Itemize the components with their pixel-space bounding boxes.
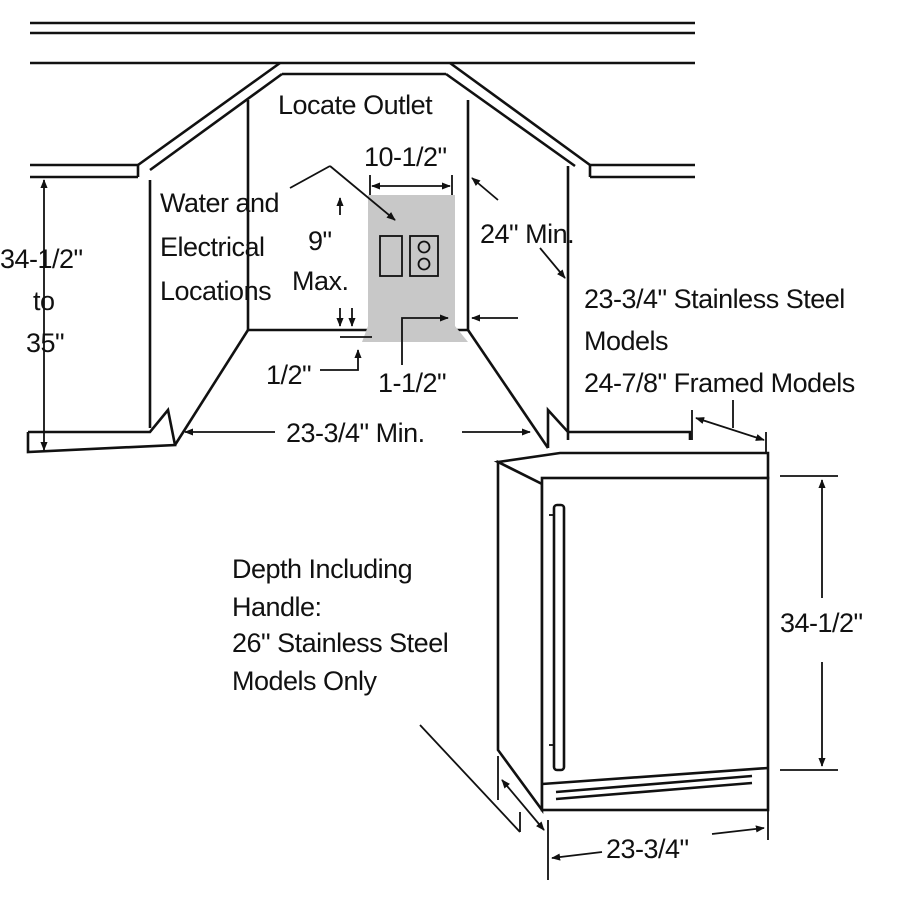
locate-outlet-label: Locate Outlet: [278, 90, 433, 120]
opening-depth-label-1: 23-3/4" Stainless Steel: [584, 284, 845, 314]
opening-depth-label-2: Models: [584, 326, 668, 356]
half-inch-label: 1/2": [266, 360, 311, 390]
counter-height-label-3: 35": [26, 328, 64, 358]
min-height-24-label: 24" Min.: [480, 219, 574, 249]
one-and-half-label: 1-1/2": [378, 368, 446, 398]
unit-height-label: 34-1/2": [780, 608, 863, 638]
unit-dimension-lines: [419, 475, 838, 880]
depth-handle-label-4: Models Only: [232, 666, 378, 696]
max-height-label-2: Max.: [292, 266, 349, 296]
depth-handle-label-3: 26" Stainless Steel: [232, 628, 448, 658]
opening-width-label: 23-3/4" Min.: [286, 418, 425, 448]
depth-handle-label-1: Depth Including: [232, 554, 412, 584]
water-electrical-label-2: Electrical: [160, 232, 265, 262]
depth-handle-label-2: Handle:: [232, 592, 322, 622]
water-electrical-label-3: Locations: [160, 276, 271, 306]
opening-depth-label-3: 24-7/8" Framed Models: [584, 368, 855, 398]
outlet-zone: [362, 195, 468, 342]
refrigerator-unit: [493, 451, 770, 814]
cabinet-outline: [26, 21, 695, 454]
dimension-lines: [40, 165, 767, 468]
labels: Locate Outlet 10-1/2" Water and Electric…: [0, 90, 863, 864]
water-electrical-label-1: Water and: [160, 188, 279, 218]
counter-height-label-1: 34-1/2": [0, 244, 83, 274]
unit-width-label: 23-3/4": [606, 834, 689, 864]
max-height-label-1: 9": [308, 226, 332, 256]
counter-height-label-2: to: [33, 286, 55, 316]
outlet-width-label: 10-1/2": [364, 142, 447, 172]
